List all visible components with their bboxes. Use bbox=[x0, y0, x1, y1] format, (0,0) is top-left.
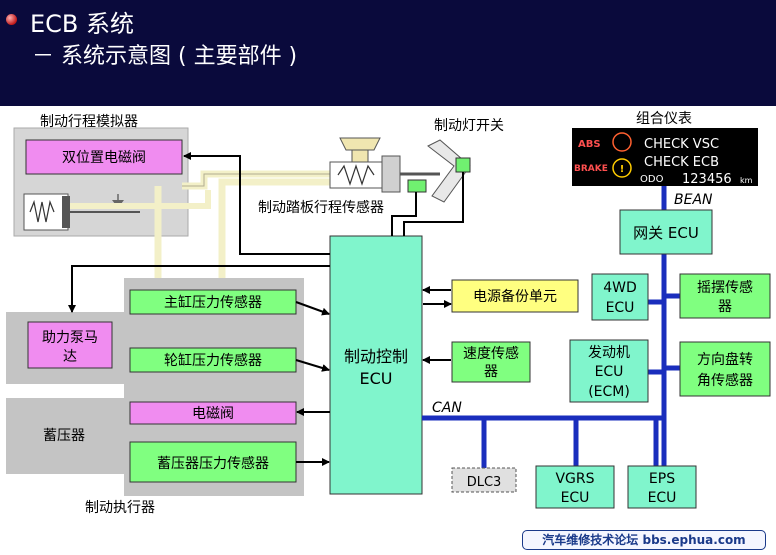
engine-ecu-label-3: (ECM) bbox=[588, 384, 630, 400]
yaw-sensor-label-1: 摇摆传感 bbox=[697, 279, 753, 296]
gateway-ecu-label: 网关 ECU bbox=[633, 224, 699, 242]
slide-header: ECB 系统 － 系统示意图 ( 主要部件 ) bbox=[0, 0, 776, 106]
slide-title: ECB 系统 bbox=[30, 10, 135, 38]
brake-actuator-label: 制动执行器 bbox=[85, 500, 155, 516]
stroke-simulator-label: 制动行程模拟器 bbox=[40, 114, 138, 130]
4wd-ecu-label-1: 4WD bbox=[603, 280, 637, 296]
pump-motor-label-2: 达 bbox=[63, 349, 77, 365]
reservoir-icon bbox=[339, 137, 381, 151]
wheel-cyl-sensor-label: 轮缸压力传感器 bbox=[164, 352, 262, 369]
combination-meter bbox=[572, 128, 758, 186]
spring-icon bbox=[29, 199, 55, 223]
accumulator-pressure-sensor bbox=[129, 441, 297, 483]
stroke-sensor-connector bbox=[407, 179, 427, 193]
brake-ecu-label-1: 制动控制 bbox=[344, 347, 408, 366]
yaw-sensor-label-2: 器 bbox=[718, 299, 732, 315]
pedal-stroke-sensor-label: 制动踏板行程传感器 bbox=[258, 199, 384, 216]
power-backup-unit bbox=[451, 279, 579, 313]
stop-light-switch-label: 制动灯开关 bbox=[434, 118, 504, 134]
brake-indicator: BRAKE bbox=[574, 164, 608, 174]
vgrs-ecu-label-1: VGRS bbox=[555, 471, 594, 487]
diagram-svg: 制动行程模拟器 双位置电磁阀 制动执行器 制动灯开关 制动踏板行程传感器 制动控… bbox=[6, 111, 771, 516]
dual-solenoid-label: 双位置电磁阀 bbox=[62, 150, 146, 166]
bean-label: BEAN bbox=[674, 192, 713, 208]
pump-motor bbox=[27, 321, 113, 369]
steering-angle-sensor bbox=[679, 341, 771, 397]
combination-meter-label: 组合仪表 bbox=[636, 111, 692, 127]
odo-unit: km bbox=[740, 176, 753, 185]
brake-ecu-label-2: ECU bbox=[360, 369, 393, 388]
simulator-cylinder bbox=[23, 193, 69, 231]
vsc-warning-icon bbox=[612, 132, 632, 152]
speed-sensor bbox=[451, 341, 531, 383]
eps-ecu-label-1: EPS bbox=[649, 471, 675, 487]
odo-label: ODO bbox=[640, 174, 664, 185]
steering-sensor-label-2: 角传感器 bbox=[697, 372, 753, 389]
power-backup-label: 电源备份单元 bbox=[473, 288, 557, 305]
ecu-to-pump-motor bbox=[68, 265, 330, 313]
yaw-rate-sensor bbox=[679, 273, 771, 319]
eps-ecu bbox=[627, 465, 697, 509]
forum-watermark: 汽车维修技术论坛 bbs.ephua.com bbox=[522, 530, 766, 550]
odo-value: 123456 bbox=[682, 172, 732, 187]
pedal-stroke-sensor-body bbox=[381, 155, 401, 193]
brake-warning-glyph: ! bbox=[620, 164, 625, 175]
piston-icon bbox=[62, 196, 70, 228]
dlc3-label: DLC3 bbox=[467, 475, 502, 490]
hydraulic-line-4 bbox=[70, 190, 211, 209]
accumulator-label: 蓄压器 bbox=[43, 428, 85, 444]
reservoir-neck bbox=[351, 149, 369, 163]
vgrs-ecu-label-2: ECU bbox=[561, 490, 590, 506]
4wd-ecu bbox=[591, 273, 649, 321]
accumulator-sensor-label: 蓄压器压力传感器 bbox=[157, 455, 269, 472]
brake-warning-icon bbox=[612, 158, 632, 178]
gateway-ecu bbox=[619, 209, 713, 255]
master-cyl-sensor-label: 主缸压力传感器 bbox=[164, 294, 262, 311]
brake-control-ecu bbox=[329, 235, 423, 495]
stop-light-switch-icon bbox=[455, 157, 471, 173]
master-cyl-pressure-sensor bbox=[129, 289, 297, 315]
check-vsc-text: CHECK VSC bbox=[644, 137, 719, 152]
speed-sensor-label-2: 器 bbox=[484, 364, 498, 380]
master-cylinder-spring-icon bbox=[337, 164, 375, 186]
4wd-ecu-label-2: ECU bbox=[606, 300, 635, 316]
slide-subtitle: － 系统示意图 ( 主要部件 ) bbox=[32, 44, 298, 69]
eps-ecu-label-2: ECU bbox=[648, 490, 677, 506]
pump-motor-label-1: 助力泵马 bbox=[42, 330, 98, 346]
hydraulic-line-3 bbox=[218, 178, 340, 278]
solenoid-valve-label: 电磁阀 bbox=[192, 406, 234, 422]
engine-ecu-label-1: 发动机 bbox=[588, 345, 630, 361]
bullet-icon bbox=[6, 14, 17, 25]
can-label: CAN bbox=[432, 400, 462, 416]
stop-light-wire bbox=[403, 172, 464, 236]
dlc3-connector bbox=[451, 467, 517, 493]
hydraulic-line-1-edge bbox=[182, 173, 340, 187]
dual-solenoid-valve bbox=[25, 139, 183, 175]
steering-sensor-label-1: 方向盘转 bbox=[697, 351, 753, 368]
engine-ecu bbox=[569, 339, 649, 403]
speed-sensor-label-1: 速度传感 bbox=[463, 345, 519, 362]
wheel-cyl-pressure-sensor bbox=[129, 347, 297, 373]
ecu-to-dual-solenoid bbox=[183, 152, 330, 255]
abs-indicator: ABS bbox=[578, 139, 601, 150]
stroke-sensor-wire bbox=[391, 192, 417, 236]
wheel-sensor-to-ecu bbox=[295, 359, 330, 372]
accumulator-panel-bg bbox=[6, 398, 124, 474]
vgrs-ecu bbox=[535, 465, 615, 509]
master-sensor-to-ecu bbox=[295, 301, 330, 316]
system-diagram: 制动行程模拟器 双位置电磁阀 制动执行器 制动灯开关 制动踏板行程传感器 制动控… bbox=[0, 106, 776, 516]
engine-ecu-label-2: ECU bbox=[595, 364, 624, 380]
check-ecb-text: CHECK ECB bbox=[644, 155, 719, 170]
